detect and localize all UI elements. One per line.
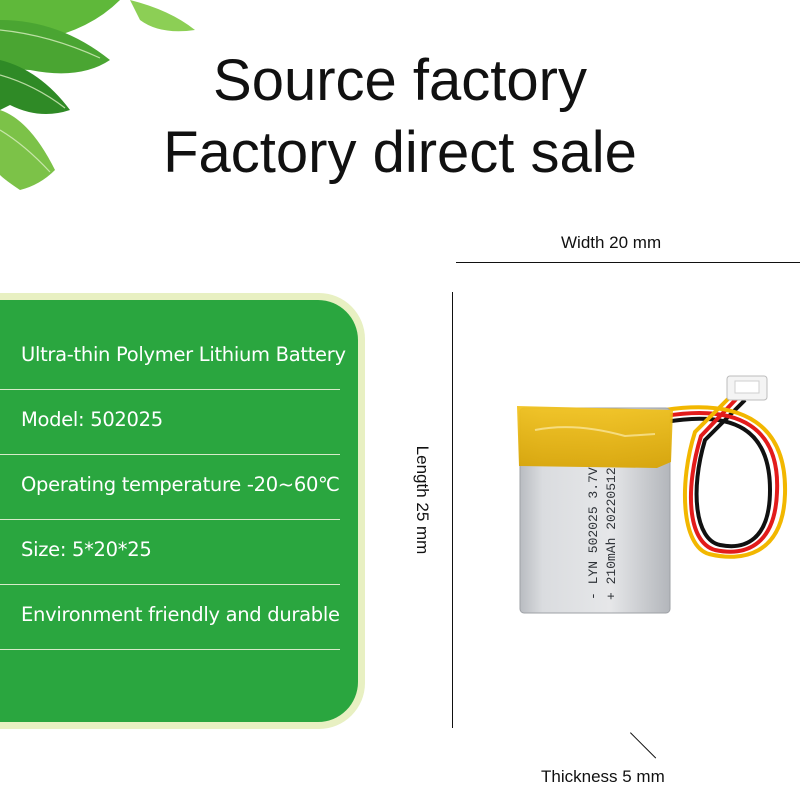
length-label: Length 25 mm bbox=[413, 445, 432, 555]
spec-text: Environment friendly and durable bbox=[21, 603, 340, 626]
spec-row: Model: 502025 bbox=[0, 390, 340, 455]
headline-line-2: Factory direct sale bbox=[163, 120, 637, 185]
spec-row: Ultra-thin Polymer Lithium Battery bbox=[0, 325, 346, 390]
spec-divider bbox=[0, 454, 340, 455]
headline-line-1: Source factory bbox=[213, 48, 587, 113]
battery-print-line-1: - LYN 502025 3.7V bbox=[586, 467, 601, 600]
battery-print-line-2: + 210mAh 20220512 bbox=[604, 467, 619, 600]
spec-card bbox=[0, 300, 358, 722]
spec-text: Size: 5*20*25 bbox=[21, 538, 152, 561]
length-line bbox=[452, 292, 453, 728]
spec-text: Ultra-thin Polymer Lithium Battery bbox=[21, 343, 346, 366]
spec-row: Operating temperature -20~60℃ bbox=[0, 455, 340, 520]
spec-row: Environment friendly and durable bbox=[0, 585, 340, 650]
spec-text: Operating temperature -20~60℃ bbox=[21, 473, 340, 496]
spec-divider bbox=[0, 584, 340, 585]
thickness-label: Thickness 5 mm bbox=[541, 767, 665, 786]
spec-text: Model: 502025 bbox=[21, 408, 163, 431]
thickness-line bbox=[630, 732, 657, 759]
spec-divider bbox=[0, 649, 340, 650]
battery-image: - LYN 502025 3.7V + 210mAh 20220512 bbox=[517, 375, 788, 614]
palm-leaf-icon bbox=[0, 0, 195, 190]
spec-row: Size: 5*20*25 bbox=[0, 520, 340, 585]
width-line bbox=[456, 262, 800, 263]
width-label: Width 20 mm bbox=[561, 233, 662, 252]
spec-divider bbox=[0, 519, 340, 520]
spec-divider bbox=[0, 389, 340, 390]
